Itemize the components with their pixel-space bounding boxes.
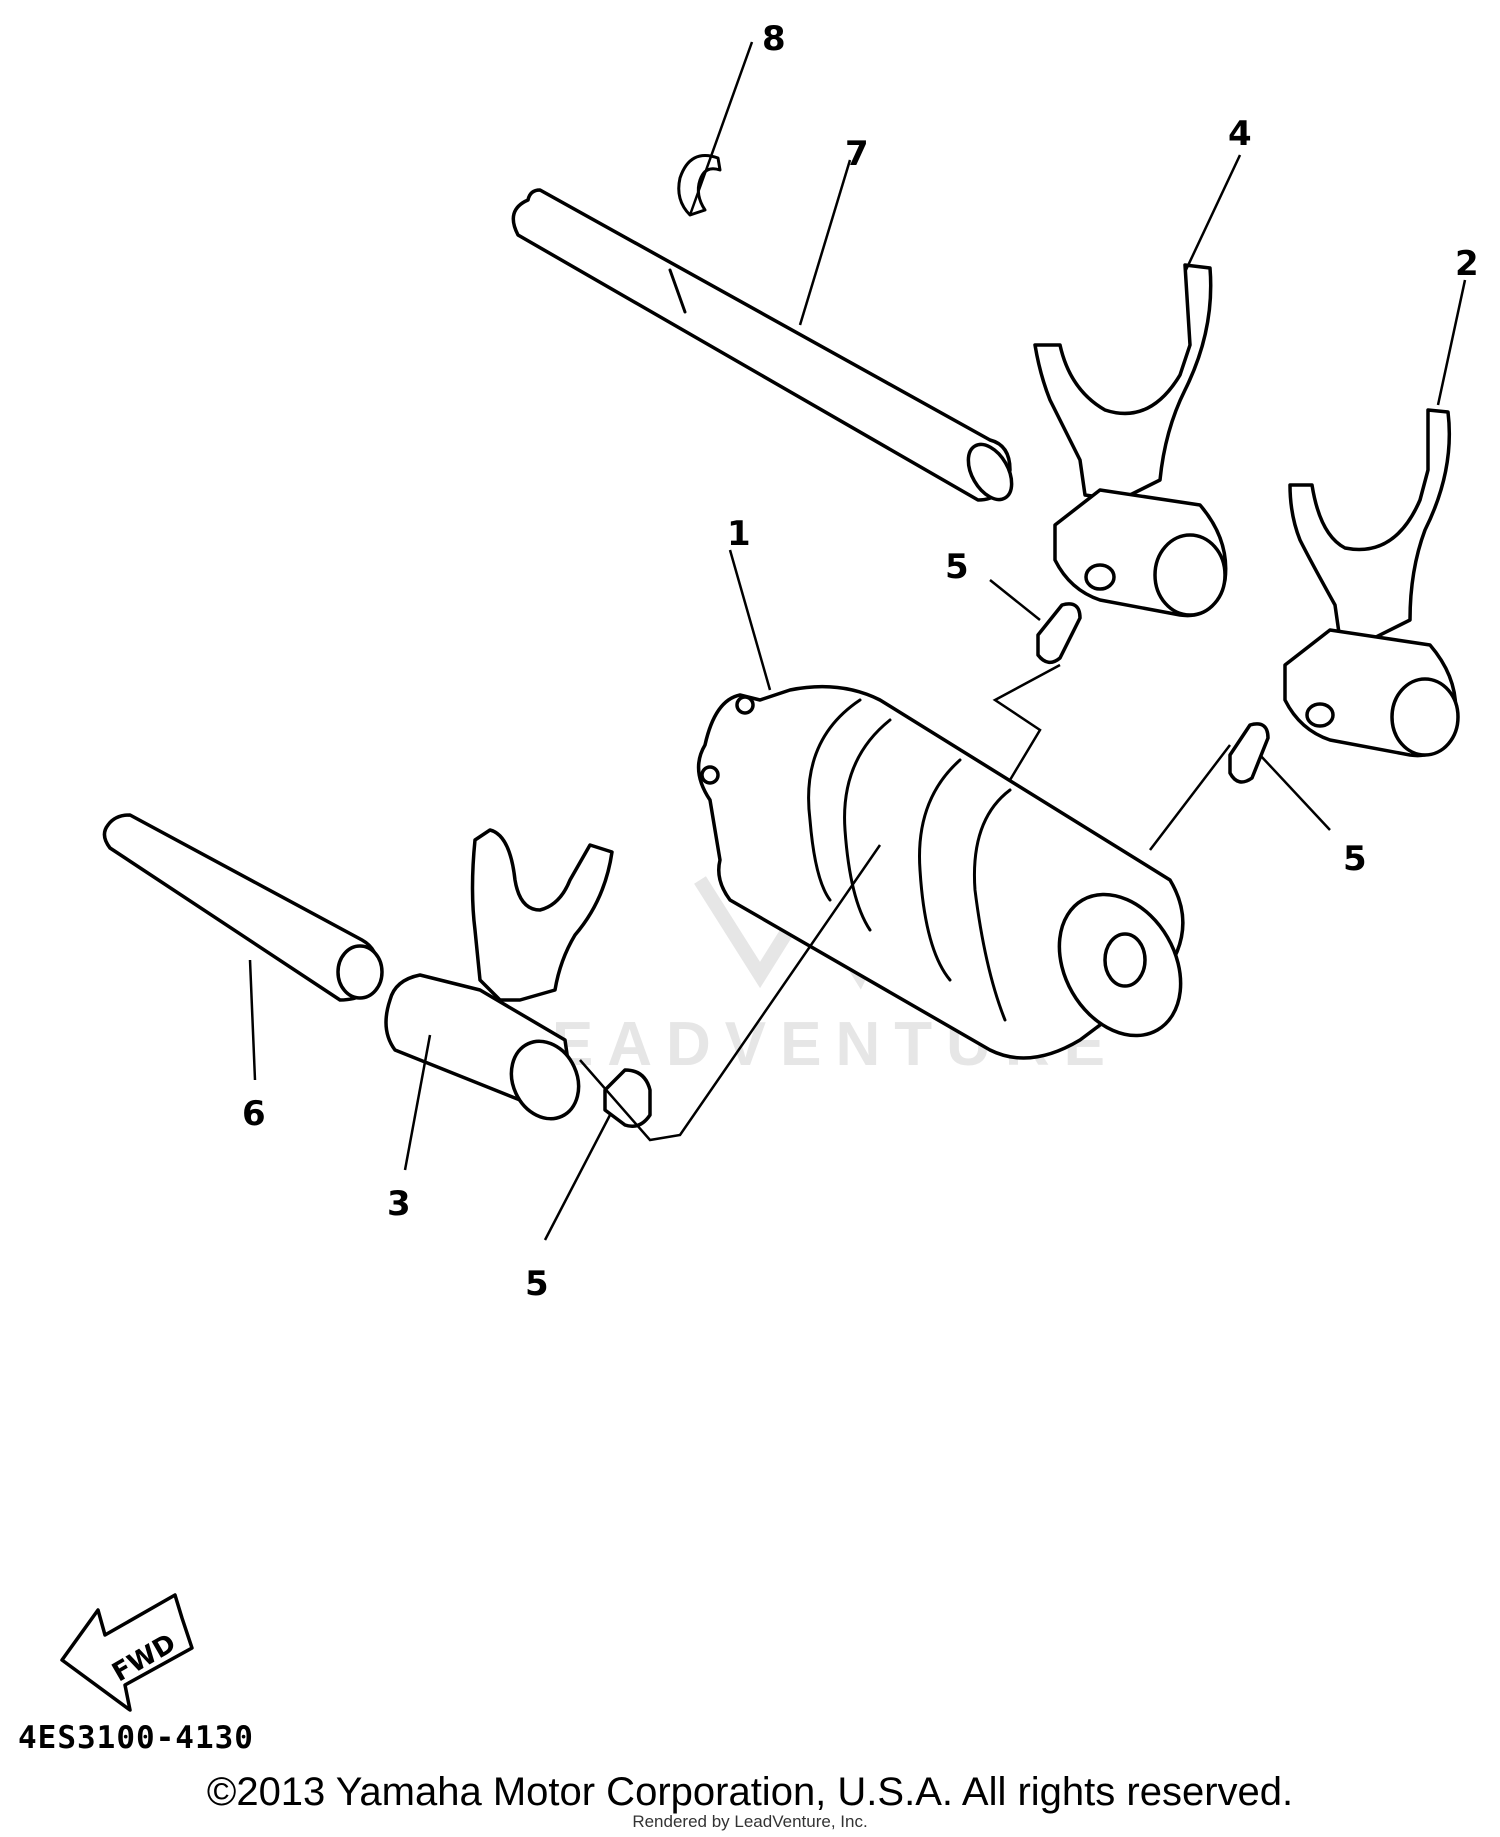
- leader-7: [798, 159, 852, 326]
- callout-6: 6: [242, 1094, 266, 1134]
- leader-8: [688, 41, 754, 216]
- leader-5-top: [989, 579, 1041, 621]
- guide-bar-short[interactable]: [102, 813, 384, 1002]
- leader-5-top-drum: [992, 663, 1061, 781]
- pin-bottom[interactable]: [603, 1068, 652, 1128]
- leader-4: [1183, 154, 1242, 273]
- callout-7: 7: [845, 134, 869, 174]
- leader-5-right: [1259, 754, 1331, 831]
- leader-3: [403, 1034, 432, 1171]
- callout-4: 4: [1228, 114, 1252, 154]
- callout-numbers: 8 7 4 2 1 5 5 6 3 5: [242, 19, 1479, 1304]
- callout-2: 2: [1455, 244, 1479, 284]
- callout-5-bottom: 5: [525, 1264, 549, 1304]
- leader-2: [1436, 279, 1467, 406]
- shift-fork-left[interactable]: [384, 828, 614, 1130]
- pin-right[interactable]: [1228, 722, 1270, 784]
- leader-1: [728, 549, 772, 691]
- shift-fork-top[interactable]: [1033, 263, 1228, 618]
- callout-5-right: 5: [1343, 839, 1367, 879]
- leader-5-right-drum: [1149, 744, 1231, 851]
- diagram-code: 4ES3100-4130: [18, 1720, 254, 1756]
- callout-3: 3: [387, 1184, 411, 1224]
- copyright-notice: ©2013 Yamaha Motor Corporation, U.S.A. A…: [206, 1770, 1294, 1814]
- pin-top[interactable]: [1036, 602, 1082, 665]
- shift-drum[interactable]: [696, 684, 1206, 1060]
- callout-1: 1: [727, 514, 751, 554]
- callout-8: 8: [762, 19, 786, 59]
- leader-6: [248, 959, 257, 1081]
- shift-fork-right[interactable]: [1283, 408, 1460, 758]
- guide-bar-long[interactable]: [511, 188, 1020, 507]
- rendered-by-credit: Rendered by LeadVenture, Inc.: [632, 1812, 868, 1831]
- leader-5-bottom: [543, 1114, 612, 1241]
- leader-5-bottom-drum: [579, 844, 882, 1142]
- callout-5-top: 5: [945, 547, 969, 587]
- fwd-arrow-icon: FWD: [60, 1593, 194, 1712]
- leader-lines: [248, 41, 1467, 1241]
